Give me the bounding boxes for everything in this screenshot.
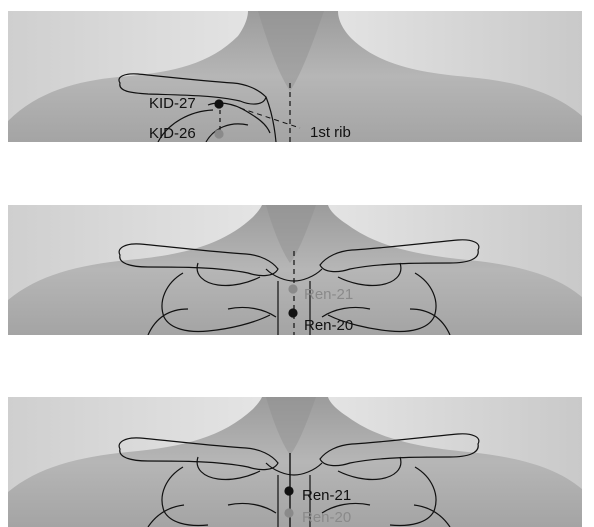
- ren-21-label: Ren-21: [302, 487, 351, 504]
- ren-20-point: [284, 508, 293, 517]
- panel-2-drawing: Ren-21 Ren-20: [8, 205, 582, 335]
- kid-26-label: KID-26: [149, 125, 196, 142]
- panel-3-drawing: Ren-21 Ren-20: [8, 397, 582, 527]
- ren-20-label: Ren-20: [304, 317, 353, 334]
- ren-20-point: [288, 308, 297, 317]
- kid-27-point: [214, 99, 223, 108]
- panel-ren-21-highlight: Ren-21 Ren-20: [8, 397, 582, 527]
- panel-kidney-points: KID-27 KID-26 1st rib: [8, 11, 582, 142]
- ren-21-point: [284, 486, 293, 495]
- first-rib-label: 1st rib: [310, 124, 351, 141]
- ren-21-point: [288, 284, 297, 293]
- panel-ren-20-highlight: Ren-21 Ren-20: [8, 205, 582, 335]
- kid-26-point: [214, 129, 223, 138]
- panel-1-drawing: KID-27 KID-26 1st rib: [8, 11, 582, 142]
- kid-27-label: KID-27: [149, 95, 196, 112]
- ren-21-label: Ren-21: [304, 286, 353, 303]
- ren-20-label: Ren-20: [302, 509, 351, 526]
